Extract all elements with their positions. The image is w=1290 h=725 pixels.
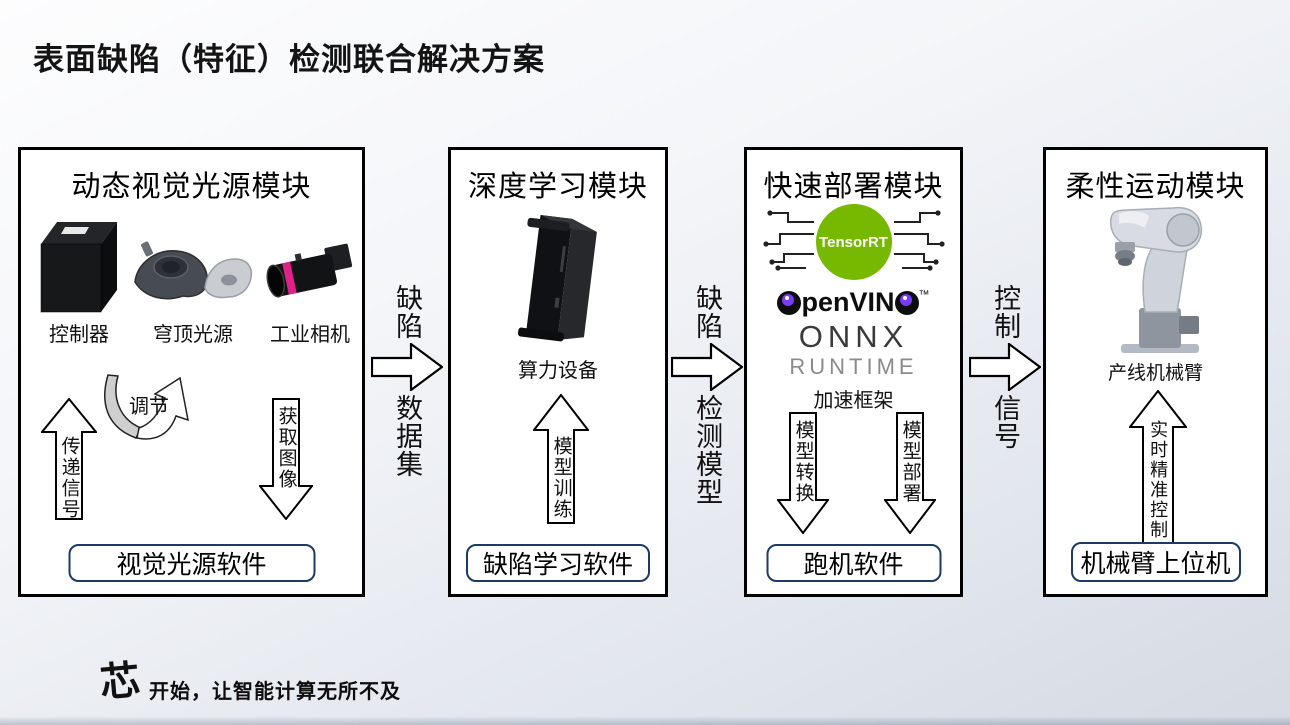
controller-illustration bbox=[40, 222, 117, 313]
signal-up-arrow: 传递信号 bbox=[41, 398, 97, 520]
connector-text-top: 缺陷 bbox=[392, 284, 423, 340]
vision-software-pill: 视觉光源软件 bbox=[68, 544, 315, 582]
arrow-right-icon bbox=[371, 343, 443, 391]
connector-text-top: 控制 bbox=[990, 284, 1021, 340]
circuit-right-icon bbox=[893, 210, 945, 271]
tensorrt-logo: TensorRT bbox=[747, 204, 960, 280]
module-vision-light-title: 动态视觉光源模块 bbox=[71, 171, 312, 203]
onnx-runtime-text: RUNTIME bbox=[789, 354, 918, 379]
connector-control-signal: 控制 信号 bbox=[968, 284, 1042, 450]
learning-software-pill: 缺陷学习软件 bbox=[466, 544, 650, 582]
page-title: 表面缺陷（特征）检测联合解决方案 bbox=[33, 42, 545, 77]
capture-arrow-label: 获取图像 bbox=[275, 406, 297, 490]
trademark-symbol: ™ bbox=[918, 289, 930, 301]
deploy-down-arrow: 模型部署 bbox=[884, 412, 936, 534]
robot-arm-label: 产线机械臂 bbox=[1107, 363, 1203, 384]
camera-illustration bbox=[266, 243, 353, 298]
connector-text-bottom: 数据集 bbox=[392, 394, 423, 478]
motion-software-pill: 机械臂上位机 bbox=[1070, 542, 1241, 582]
bottom-edge-shade bbox=[0, 716, 1290, 725]
connector-defect-dataset: 缺陷 数据集 bbox=[370, 284, 444, 478]
arrow-down-icon bbox=[777, 412, 829, 534]
controller-label: 控制器 bbox=[49, 324, 109, 346]
deploy-software-pill: 跑机软件 bbox=[766, 544, 941, 582]
openvino-logo: penVIN ™ bbox=[747, 287, 960, 318]
convert-arrow-label: 模型转换 bbox=[792, 420, 814, 504]
brand-footer: 芯 开始，让智能计算无所不及 bbox=[97, 656, 401, 707]
train-up-arrow: 模型训练 bbox=[533, 394, 589, 524]
module-flexible-motion-title: 柔性运动模块 bbox=[1065, 171, 1246, 203]
connector-text-bottom: 信号 bbox=[990, 394, 1021, 450]
module-rapid-deploy-title: 快速部署模块 bbox=[763, 171, 944, 203]
arrow-up-icon bbox=[533, 394, 589, 524]
connector-text-top: 缺陷 bbox=[692, 284, 723, 340]
signal-arrow-label: 传递信号 bbox=[58, 436, 80, 520]
connector-text-bottom: 检测模型 bbox=[692, 394, 723, 506]
module-deep-learning-title: 深度学习模块 bbox=[467, 171, 648, 203]
openvino-text: penVIN bbox=[801, 287, 895, 317]
deploy-arrow-label: 模型部署 bbox=[899, 420, 921, 504]
connector-detect-model: 缺陷 检测模型 bbox=[670, 284, 744, 506]
adjust-label: 调节 bbox=[129, 396, 169, 418]
robot-arm-illustration bbox=[1109, 206, 1203, 353]
compute-device-label: 算力设备 bbox=[518, 360, 598, 382]
convert-down-arrow: 模型转换 bbox=[777, 412, 829, 534]
module-deep-learning: 深度学习模块 算力设备 模型训练 缺陷学习软件 bbox=[448, 147, 668, 597]
module-vision-light: 动态视觉光源模块 控制 bbox=[18, 147, 365, 597]
arrow-down-icon bbox=[884, 412, 936, 534]
control-arrow-label: 实时精准控制 bbox=[1148, 420, 1169, 540]
onnx-logo: ONNX bbox=[798, 319, 909, 354]
camera-label: 工业相机 bbox=[270, 324, 350, 346]
circuit-left-icon bbox=[762, 210, 814, 271]
dome-light-illustration bbox=[134, 241, 253, 300]
dome-light-label: 穹顶光源 bbox=[153, 324, 233, 346]
control-up-arrow: 实时精准控制 bbox=[1129, 390, 1187, 545]
module-rapid-deploy: 快速部署模块 TensorRT bbox=[744, 147, 963, 597]
openvino-eye-icon bbox=[894, 290, 919, 315]
framework-label: 加速框架 bbox=[813, 390, 894, 412]
arrow-down-icon bbox=[259, 398, 313, 520]
arrow-right-icon bbox=[969, 343, 1041, 391]
module-flexible-motion: 柔性运动模块 产线机械臂 实时精准控制 机械臂上位机 bbox=[1043, 147, 1268, 597]
brand-logo-char: 芯 bbox=[97, 656, 142, 707]
arrow-up-icon bbox=[41, 398, 97, 520]
openvino-eye-icon bbox=[777, 290, 802, 315]
tensorrt-badge: TensorRT bbox=[815, 204, 892, 280]
brand-slogan: 开始，让智能计算无所不及 bbox=[149, 681, 401, 703]
train-arrow-label: 模型训练 bbox=[550, 436, 572, 520]
capture-down-arrow: 获取图像 bbox=[259, 398, 313, 520]
tower-pc-illustration bbox=[517, 215, 597, 342]
curved-arrow-icon bbox=[104, 374, 189, 440]
arrow-right-icon bbox=[671, 343, 743, 391]
